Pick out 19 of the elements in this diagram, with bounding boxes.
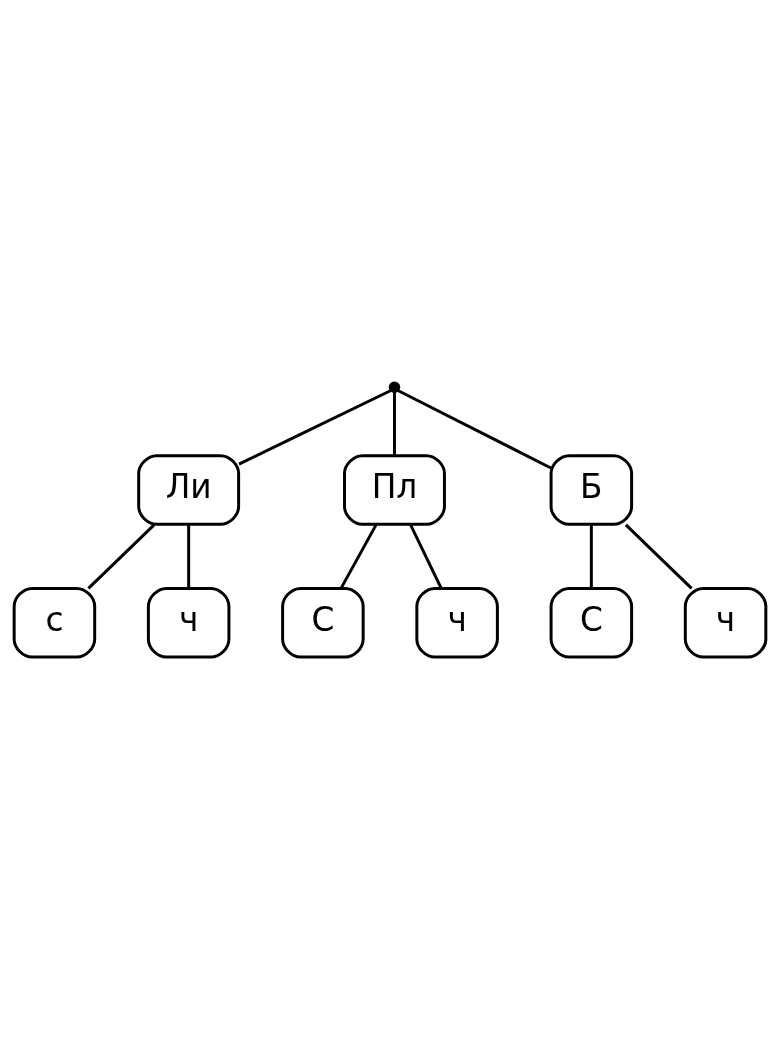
connector xyxy=(589,524,593,589)
connector xyxy=(393,391,396,456)
node-point xyxy=(388,381,401,394)
connector xyxy=(87,523,156,590)
node-box: ч xyxy=(146,586,231,659)
node-box: С xyxy=(281,586,365,659)
node-box: ч xyxy=(683,586,768,659)
connector xyxy=(339,524,378,590)
node-box: с xyxy=(12,586,97,659)
node-box: С xyxy=(549,586,634,659)
connector xyxy=(624,523,693,590)
connector xyxy=(238,389,392,466)
node-box: ч xyxy=(415,586,499,659)
node-box: Ли xyxy=(137,454,241,526)
connector xyxy=(409,524,443,590)
connector xyxy=(397,389,552,470)
node-box: Б xyxy=(549,454,634,526)
node-box: Пл xyxy=(343,454,446,526)
connector xyxy=(187,524,191,589)
